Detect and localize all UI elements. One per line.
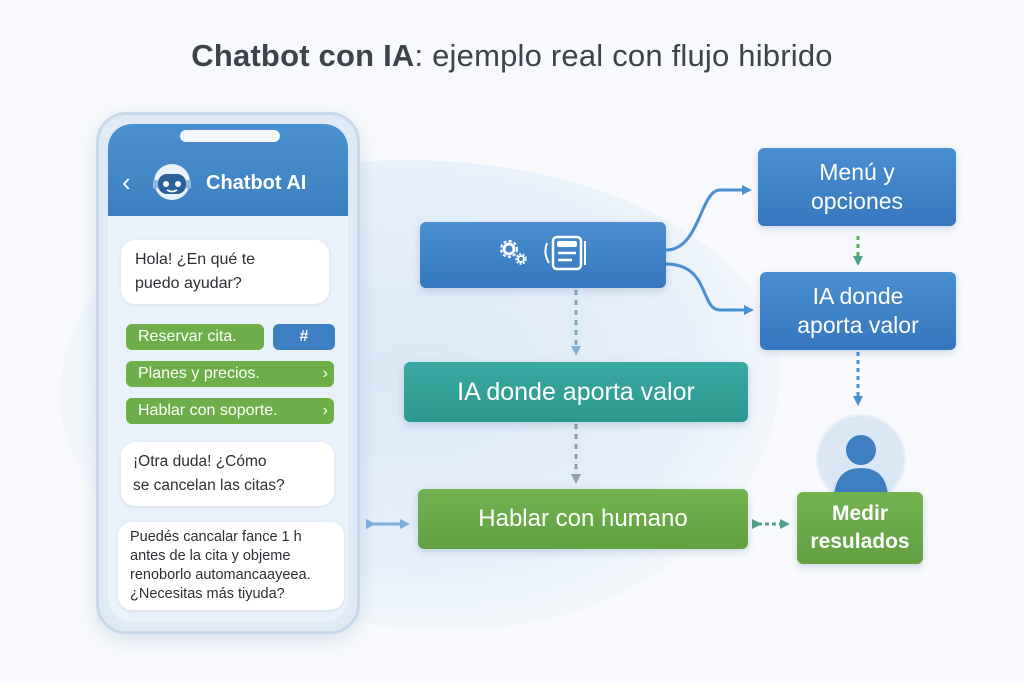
human-handoff-box: Hablar con humano <box>418 489 748 549</box>
phone-notch <box>180 130 280 142</box>
chat-title: Chatbot AI <box>206 172 307 194</box>
option-reservar-cita[interactable]: Reservar cita. <box>126 324 264 350</box>
ia-value-box-right: IA donde aporta valor <box>760 272 956 350</box>
answer-line: renoborlo automancaayeea. <box>130 567 311 583</box>
person-icon <box>816 414 906 504</box>
arrow-hub-to-menu <box>665 185 752 252</box>
answer-line: Puedés cancalar fance 1 h <box>130 529 302 545</box>
answer-line: antes de la cita y objeme <box>130 548 291 564</box>
menu-options-box: Menú y opciones <box>758 148 956 226</box>
phone-mockup: ‹ Chatbot AI Hola! ¿En qué te puedo ayud… <box>96 112 360 634</box>
option-planes-precios[interactable]: Planes y precios.› <box>126 361 334 387</box>
menu-line: opciones <box>810 188 904 214</box>
question-line: ¡Otra duda! ¿Cómo <box>133 453 267 470</box>
arrow-hub-to-ia-right <box>665 262 754 315</box>
hash-button[interactable]: # <box>273 324 335 350</box>
gears-icon <box>497 238 531 273</box>
user-question-bubble: ¡Otra duda! ¿Cómo se cancelan las citas? <box>121 442 334 506</box>
question-line: se cancelan las citas? <box>133 477 285 494</box>
chevron-right-icon: › <box>322 365 328 382</box>
chevron-right-icon: › <box>322 402 328 419</box>
menu-line: Menú y <box>819 159 895 185</box>
greeting-line: Hola! ¿En qué te <box>135 251 256 268</box>
phone-screen: ‹ Chatbot AI Hola! ¿En qué te puedo ayud… <box>108 124 348 622</box>
ia-right-line: aporta valor <box>797 312 919 338</box>
bot-answer-bubble: Puedés cancalar fance 1 h antes de la ci… <box>118 522 344 610</box>
ia-value-box-center: IA donde aporta valor <box>404 362 748 422</box>
chevron-left-icon[interactable]: ‹ <box>122 167 131 197</box>
answer-line: ¿Necesitas más tiyuda? <box>130 586 285 602</box>
page-title: Chatbot con IA: ejemplo real con flujo h… <box>191 38 833 73</box>
measure-line: resulados <box>810 530 910 553</box>
hub-box <box>420 222 666 288</box>
chat-header: ‹ Chatbot AI <box>108 124 348 216</box>
measure-line: Medir <box>831 502 888 525</box>
document-icon <box>541 233 589 278</box>
bot-greeting-bubble: Hola! ¿En qué te puedo ayudar? <box>121 240 329 304</box>
measure-results-box: Medir resulados <box>797 492 923 564</box>
ia-right-line: IA donde <box>812 283 904 309</box>
greeting-line: puedo ayudar? <box>135 275 242 292</box>
robot-icon <box>146 160 198 209</box>
option-hablar-soporte[interactable]: Hablar con soporte.› <box>126 398 334 424</box>
